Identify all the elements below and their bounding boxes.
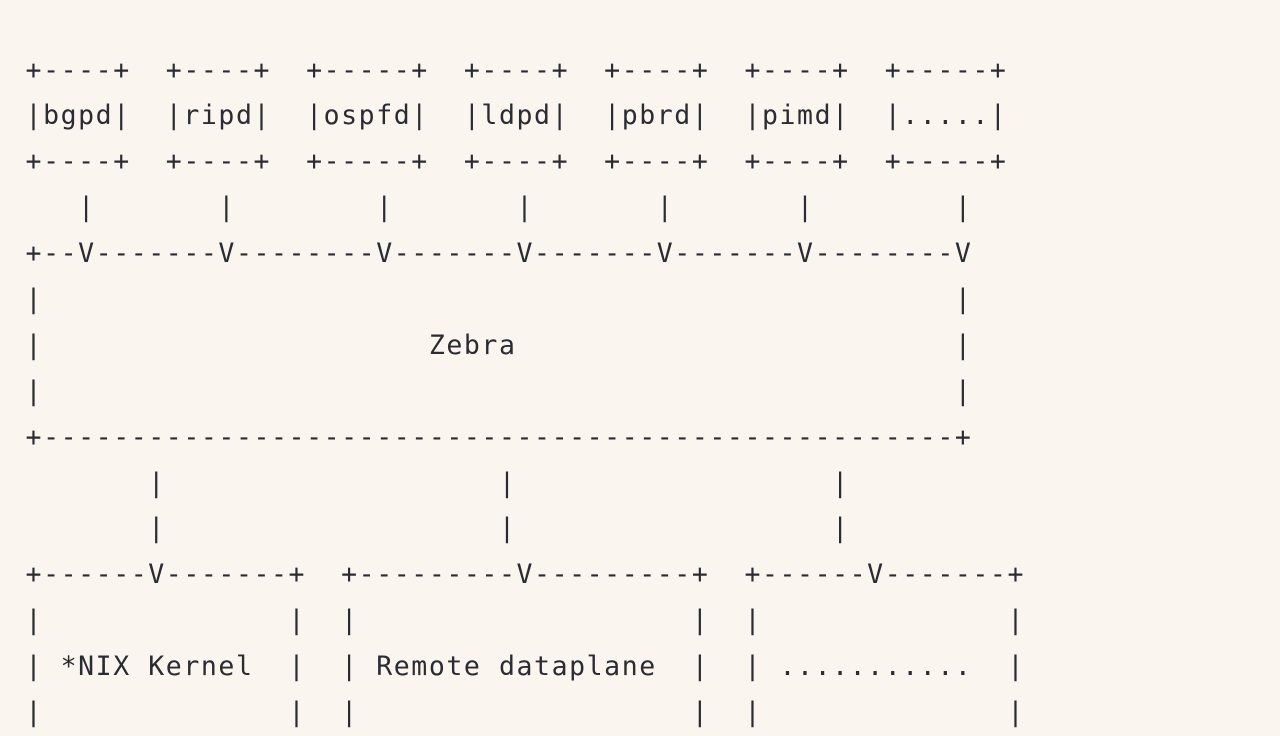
- diagram-line-daemon-box-tops: +----+ +----+ +-----+ +----+ +----+ +---…: [8, 54, 1008, 86]
- diagram-line-dataplane-connectors-upper: | | |: [8, 467, 850, 499]
- diagram-line-zebra-box-blank-upper: | |: [8, 283, 973, 315]
- diagram-line-dataplane-box-blank: | | | | | |: [8, 605, 1025, 637]
- diagram-line-dataplane-connectors-lower: | | |: [8, 513, 850, 545]
- diagram-line-zebra-box-blank-lower: | |: [8, 375, 973, 407]
- diagram-line-dataplane-box-blank-lower: | | | | | |: [8, 696, 1025, 728]
- diagram-line-zebra-label: | Zebra |: [8, 329, 973, 361]
- diagram-line-daemon-box-labels: |bgpd| |ripd| |ospfd| |ldpd| |pbrd| |pim…: [8, 100, 1008, 132]
- diagram-line-daemon-connectors: | | | | | | |: [8, 192, 973, 224]
- diagram-line-zebra-box-bottom: +---------------------------------------…: [8, 421, 973, 453]
- ascii-architecture-diagram: +----+ +----+ +-----+ +----+ +----+ +---…: [0, 26, 1280, 728]
- diagram-line-daemon-box-bottoms: +----+ +----+ +-----+ +----+ +----+ +---…: [8, 146, 1008, 178]
- diagram-line-dataplane-box-tops: +------V-------+ +---------V---------+ +…: [8, 559, 1025, 591]
- diagram-line-dataplane-box-labels: | *NIX Kernel | | Remote dataplane | | .…: [8, 651, 1025, 683]
- diagram-line-zebra-box-top: +--V-------V--------V-------V-------V---…: [8, 238, 973, 270]
